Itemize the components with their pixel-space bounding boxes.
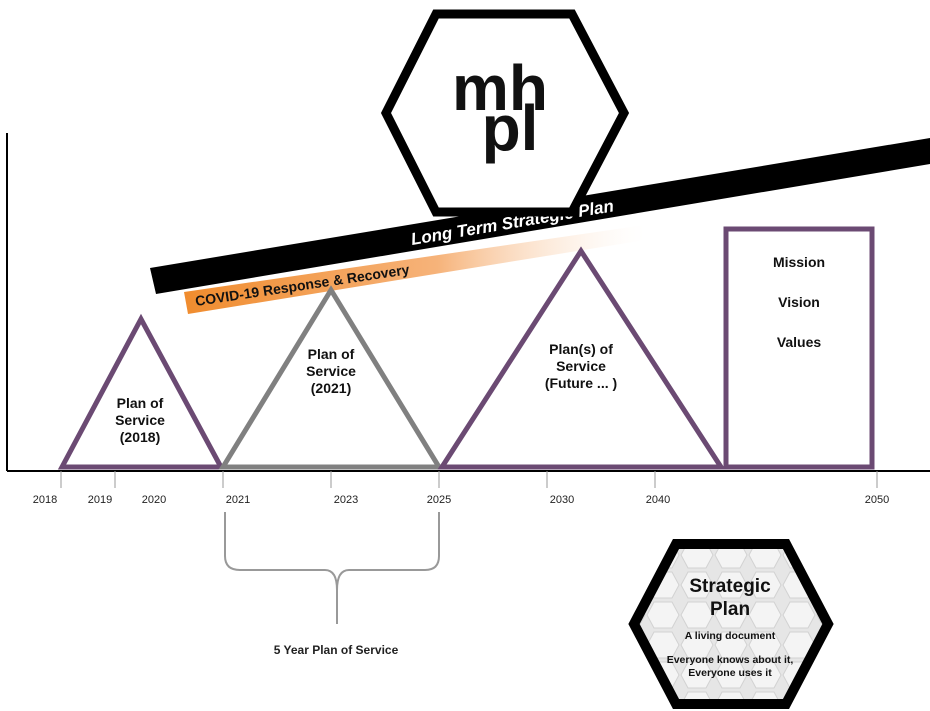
tick-2050: 2050 xyxy=(865,494,889,506)
plan-future-label-line1: Plan(s) of xyxy=(549,341,613,357)
mission-label: Mission xyxy=(773,254,825,270)
strategic-plan-note-line2: Everyone uses it xyxy=(688,667,772,679)
strategic-plan-note-line1: Everyone knows about it, xyxy=(667,654,794,666)
plan-future-label-line2: Service xyxy=(556,358,606,374)
plan-2021-label-line3: (2021) xyxy=(311,380,351,396)
plan-2018-triangle xyxy=(57,313,226,470)
tick-2023: 2023 xyxy=(334,494,358,506)
tick-2018: 2018 xyxy=(33,494,57,506)
strategic-plan-subtitle: A living document xyxy=(685,630,776,642)
logo-text-top: mh xyxy=(452,52,548,124)
plan-2018-label-line2: Service xyxy=(115,412,165,428)
strategic-plan-title-line2: Plan xyxy=(710,599,750,620)
mvv-box xyxy=(723,226,875,470)
plan-2018-label-line3: (2018) xyxy=(120,429,160,445)
logo-hexagon xyxy=(380,9,630,217)
strategic-plan-title-line1: Strategic xyxy=(689,576,771,597)
strategic-plan-hexagon xyxy=(628,539,834,709)
timeline-ticks xyxy=(60,471,878,488)
logo-text-bottom: pl xyxy=(482,92,539,164)
plan-2018-label-line1: Plan of xyxy=(117,395,164,411)
tick-2025: 2025 xyxy=(427,494,451,506)
plan-2021-label-line2: Service xyxy=(306,363,356,379)
values-label: Values xyxy=(777,334,822,350)
plan-2021-triangle xyxy=(218,285,444,470)
vision-label: Vision xyxy=(778,294,820,310)
five-year-brace xyxy=(224,512,440,624)
plan-2021-label-line1: Plan of xyxy=(308,346,355,362)
tick-2030: 2030 xyxy=(550,494,574,506)
tick-2021: 2021 xyxy=(226,494,250,506)
tick-2020: 2020 xyxy=(142,494,166,506)
tick-2019: 2019 xyxy=(88,494,112,506)
five-year-label: 5 Year Plan of Service xyxy=(274,643,399,657)
plan-future-label-line3: (Future ... ) xyxy=(545,375,617,391)
tick-2040: 2040 xyxy=(646,494,670,506)
covid-banner xyxy=(184,225,645,314)
plan-future-triangle xyxy=(437,246,726,470)
